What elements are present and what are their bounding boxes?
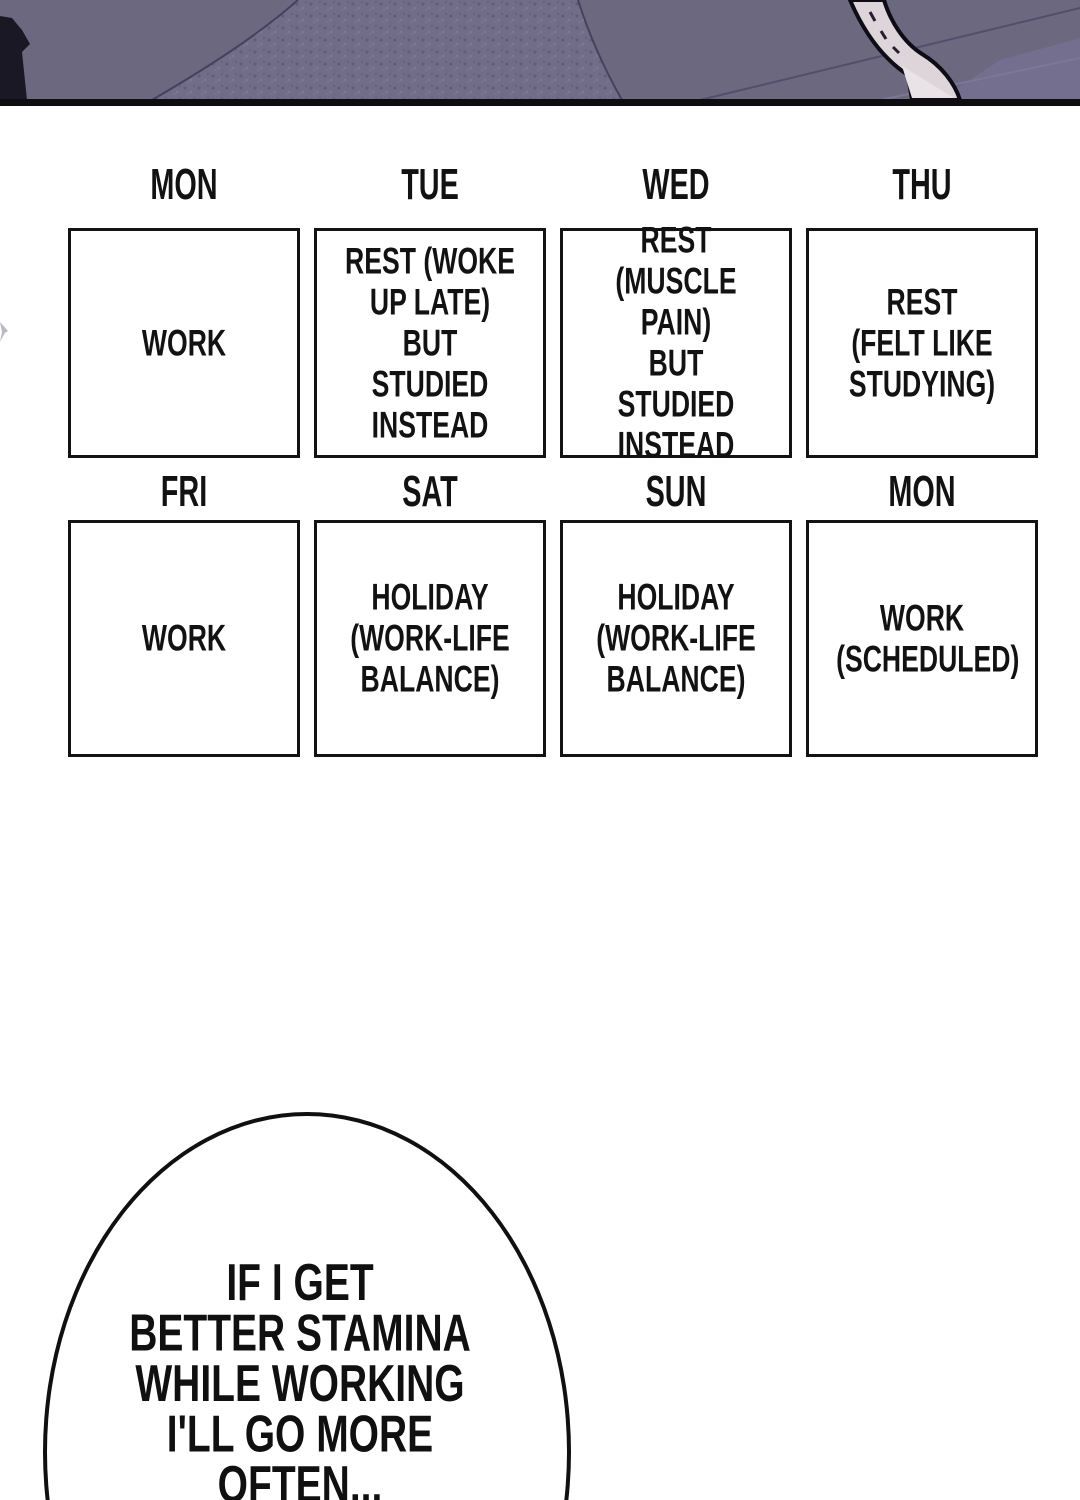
art-arm-hatch-3 (891, 45, 901, 55)
day-label: MON (888, 468, 956, 516)
day-box-text: WORK (141, 322, 227, 364)
schedule-cell-tue: TUE REST (WOKE UP LATE) BUT STUDIED INST… (314, 161, 546, 458)
header-artwork-svg (0, 0, 1080, 106)
schedule-cell-thu: THU REST (FELT LIKE STUDYING) (806, 161, 1038, 458)
art-arm-hatch-2 (879, 30, 888, 40)
day-label: SUN (645, 468, 707, 516)
day-box-text: REST (FELT LIKE STUDYING) (848, 281, 996, 405)
day-box: HOLIDAY (WORK-LIFE BALANCE) (314, 520, 546, 757)
schedule-cell-wed: WED REST (MUSCLE PAIN) BUT STUDIED INSTE… (560, 161, 792, 466)
schedule-cell-sat: SAT HOLIDAY (WORK-LIFE BALANCE) (314, 468, 546, 757)
day-box: REST (MUSCLE PAIN) BUT STUDIED INSTEAD (560, 220, 792, 466)
day-box: HOLIDAY (WORK-LIFE BALANCE) (560, 520, 792, 757)
day-box: REST (WOKE UP LATE) BUT STUDIED INSTEAD (314, 228, 546, 458)
art-silhouette (0, 16, 30, 100)
art-texture-left-edge (151, 0, 299, 101)
day-box-text: HOLIDAY (WORK-LIFE BALANCE) (596, 577, 756, 700)
day-label: WED (642, 161, 710, 209)
day-label: FRI (160, 468, 208, 516)
art-texture-right-edge (577, 0, 623, 101)
day-box-text: WORK (141, 618, 227, 659)
day-box: WORK (68, 520, 300, 757)
schedule-cell-fri: FRI WORK (68, 468, 300, 757)
day-box-text: REST (MUSCLE PAIN) BUT STUDIED INSTEAD (615, 220, 737, 466)
header-artwork (0, 0, 1080, 106)
day-box-text: REST (WOKE UP LATE) BUT STUDIED INSTEAD (345, 240, 515, 446)
day-box: WORK (68, 228, 300, 458)
art-hand-highlight (902, 66, 954, 98)
art-arm-hatch-1 (868, 11, 877, 22)
art-texture-hill (152, 0, 622, 100)
day-label: TUE (401, 161, 459, 209)
art-light-patch (940, 38, 1080, 100)
schedule-cell-mon: MON WORK (68, 161, 300, 458)
art-arm (847, 0, 963, 102)
day-label: MON (150, 161, 218, 209)
schedule-cell-mon-2: MON WORK (SCHEDULED) (806, 468, 1038, 757)
art-separator-line (0, 99, 1080, 106)
day-box-text: WORK (SCHEDULED) (836, 597, 1020, 680)
day-label: SAT (402, 468, 458, 516)
day-box: WORK (SCHEDULED) (806, 520, 1038, 757)
schedule-cell-sun: SUN HOLIDAY (WORK-LIFE BALANCE) (560, 468, 792, 757)
day-box-text: HOLIDAY (WORK-LIFE BALANCE) (350, 577, 510, 700)
edge-artifact-mark (0, 322, 8, 342)
day-box: REST (FELT LIKE STUDYING) (806, 228, 1038, 458)
speech-bubble-text: IF I GET BETTER STAMINA WHILE WORKING I'… (129, 1253, 471, 1500)
day-label: THU (892, 161, 952, 209)
